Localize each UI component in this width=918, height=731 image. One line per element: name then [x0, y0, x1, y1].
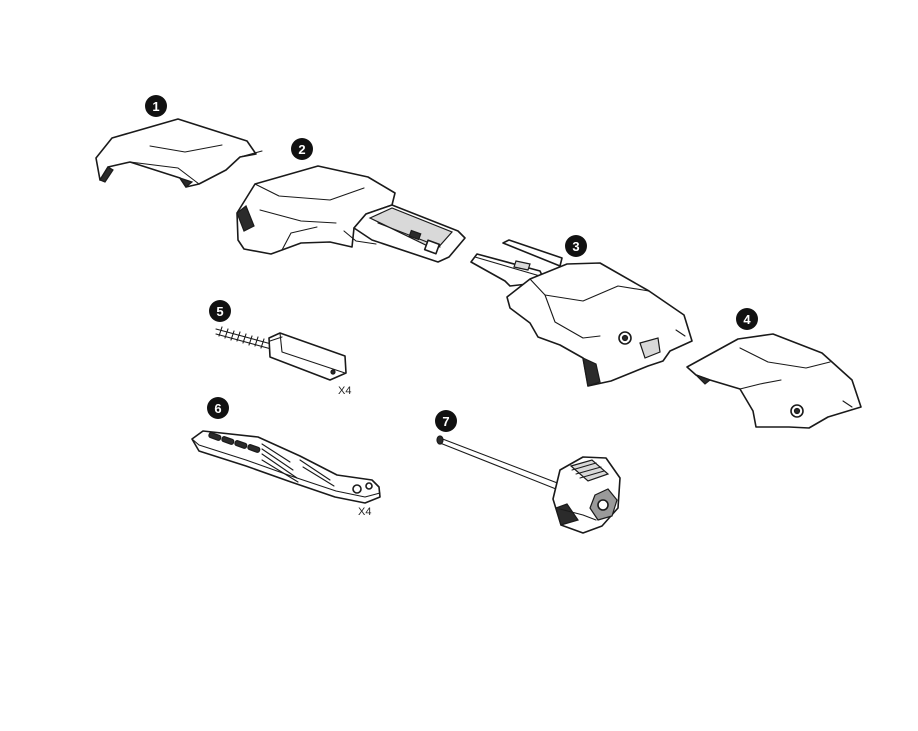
quantity-label-part-5: X4	[338, 385, 351, 397]
part-5-tension-screw	[215, 326, 347, 381]
svg-text:5: 5	[216, 304, 223, 319]
part-7-tool-key	[436, 435, 621, 534]
svg-text:7: 7	[442, 414, 449, 429]
badge-2: 2	[291, 138, 313, 160]
quantity-label-part-6: X4	[358, 506, 371, 518]
badge-6: 6	[207, 397, 229, 419]
svg-text:3: 3	[572, 239, 579, 254]
badge-5: 5	[209, 300, 231, 322]
svg-text:2: 2	[298, 142, 305, 157]
part-3-foot-body-front	[470, 239, 693, 387]
svg-text:4: 4	[743, 312, 751, 327]
part-1-end-cover	[95, 118, 263, 188]
svg-text:6: 6	[214, 401, 221, 416]
badge-1: 1	[145, 95, 167, 117]
svg-text:1: 1	[152, 99, 159, 114]
badge-4: 4	[736, 308, 758, 330]
badge-7: 7	[435, 410, 457, 432]
part-2-foot-body-rear	[236, 165, 466, 263]
part-6-pad-strap	[191, 430, 381, 504]
part-4-end-cover-large	[686, 333, 862, 429]
badge-3: 3	[565, 235, 587, 257]
